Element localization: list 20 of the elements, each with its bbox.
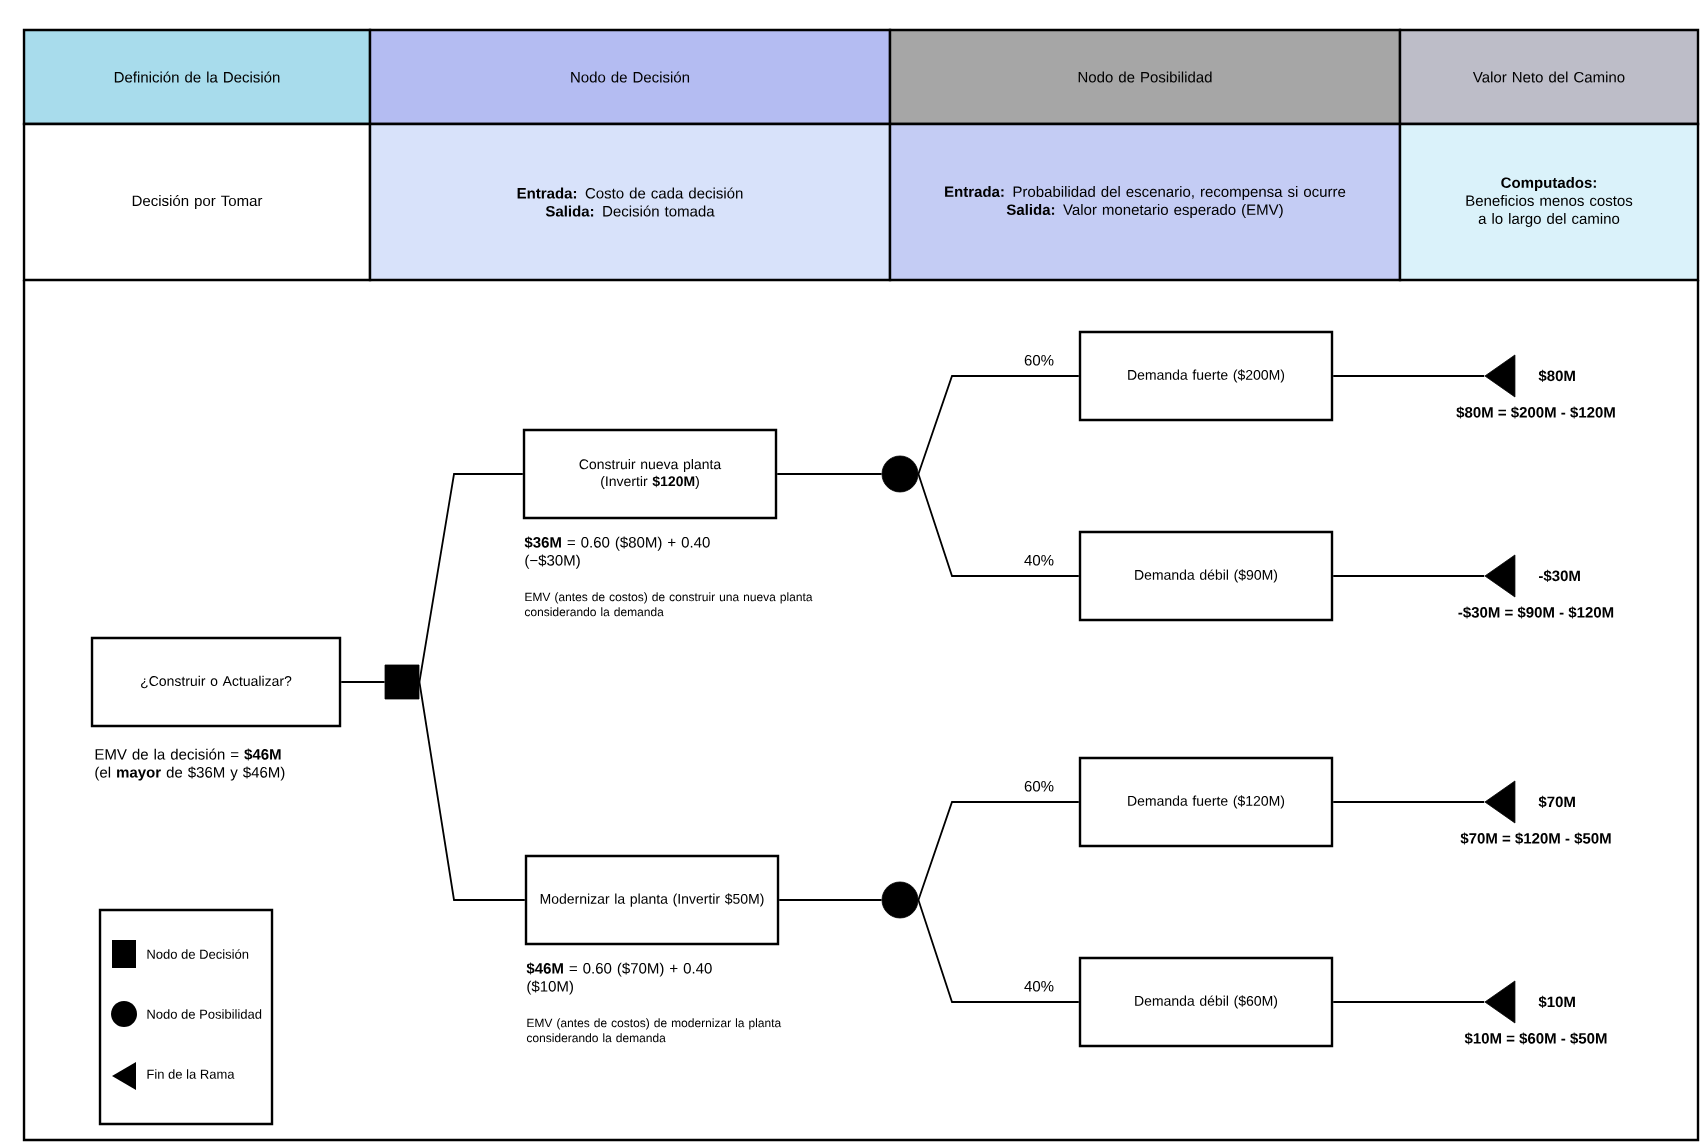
branch-line	[776, 473, 883, 475]
chance-circle	[881, 881, 919, 919]
branch-line	[340, 681, 386, 683]
end-triangle	[1484, 780, 1516, 824]
branch-line	[418, 681, 526, 901]
branch-line	[1332, 1001, 1486, 1003]
branch-line	[418, 473, 524, 683]
branch-line	[778, 899, 883, 901]
branch-line	[917, 375, 1080, 475]
branch-line	[1332, 575, 1486, 577]
chance-circle	[881, 455, 919, 493]
branch-line	[917, 899, 1080, 1003]
branch-line	[1332, 375, 1486, 377]
branch-line	[917, 801, 1080, 901]
branch-line	[1332, 801, 1486, 803]
end-triangle	[1484, 554, 1516, 598]
branch-line	[917, 473, 1080, 577]
end-triangle	[1484, 980, 1516, 1024]
decision-square	[384, 664, 420, 700]
end-triangle	[1484, 354, 1516, 398]
